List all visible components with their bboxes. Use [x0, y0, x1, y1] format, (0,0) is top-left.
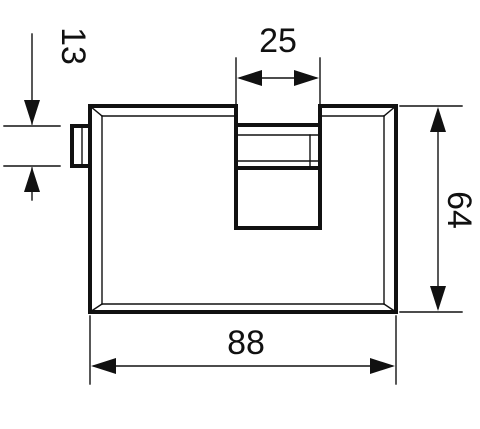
- arrow-left: [237, 70, 262, 86]
- arrow-top: [430, 107, 446, 132]
- chamfer-top-right: [383, 105, 397, 117]
- chamfer-bottom-right: [383, 303, 397, 313]
- dimension-shackle-offset: 13: [3, 27, 92, 201]
- dim-label-total-width: 88: [227, 324, 265, 362]
- shackle-slot-outline: [234, 123, 322, 230]
- arrow-down: [24, 100, 40, 125]
- padlock-body: [88, 104, 398, 314]
- chamfer-bottom-left: [89, 303, 103, 313]
- chamfer-top-left: [89, 105, 103, 117]
- arrow-right: [370, 358, 395, 374]
- arrow-up: [24, 167, 40, 192]
- arrow-bottom: [430, 286, 446, 311]
- arrow-right: [294, 70, 319, 86]
- side-bolt-outline: [70, 124, 92, 168]
- dimension-top-width: 25: [235, 22, 321, 105]
- dim-label-height: 64: [440, 191, 478, 229]
- arrow-left: [91, 358, 116, 374]
- body-outer-outline: [88, 104, 398, 314]
- dimension-total-width: 88: [89, 315, 397, 385]
- dim-label-shackle-offset: 13: [54, 27, 92, 65]
- dim-label-top-width: 25: [259, 22, 297, 60]
- side-bolt: [70, 124, 92, 168]
- shackle-slot: [234, 123, 322, 230]
- dimension-height: 64: [399, 105, 478, 313]
